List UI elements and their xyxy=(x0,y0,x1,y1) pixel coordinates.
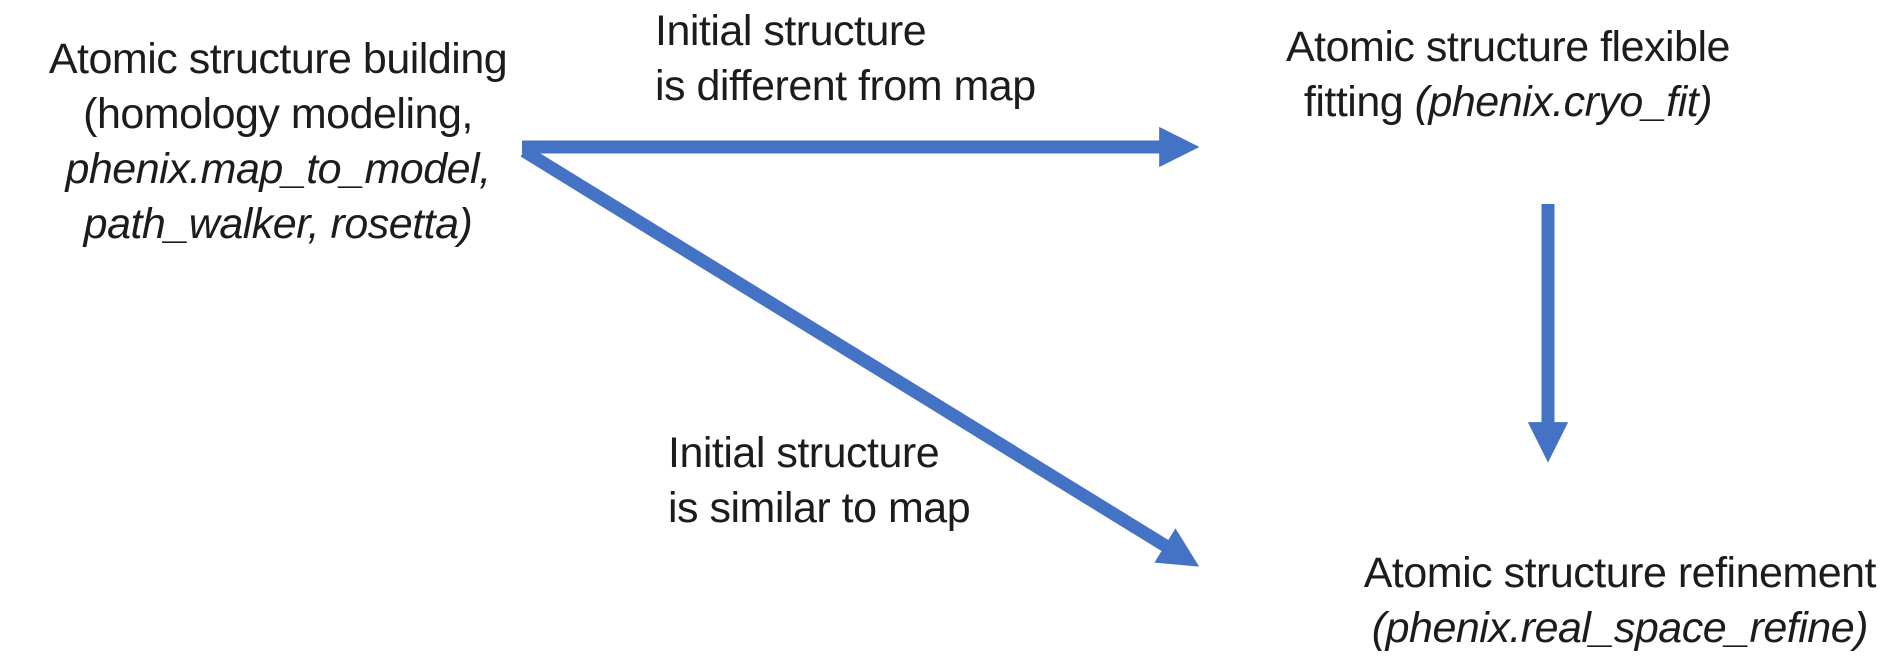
node-atomic-structure-refinement: Atomic structure refinement (phenix.real… xyxy=(1363,546,1877,656)
node-building-line2: (homology modeling, xyxy=(83,90,473,138)
arrow-building-to-refinement xyxy=(520,145,1200,567)
node-fitting-line1: Atomic structure flexible xyxy=(1286,23,1730,71)
edge-label-similar-to-map: Initial structure is similar to map xyxy=(668,426,971,536)
node-atomic-structure-building: Atomic structure building (homology mode… xyxy=(8,32,548,252)
node-fitting-line2-regular: fitting xyxy=(1303,78,1415,126)
edge-label-similar-line1: Initial structure xyxy=(668,429,940,477)
node-refinement-line1: Atomic structure refinement xyxy=(1363,549,1877,597)
node-building-line4: path_walker, rosetta) xyxy=(83,200,473,248)
edge-label-different-line2: is different from map xyxy=(655,62,1036,110)
edge-label-different-from-map: Initial structure is different from map xyxy=(655,4,1036,114)
edge-label-similar-line2: is similar to map xyxy=(668,484,971,532)
node-atomic-structure-flexible-fitting: Atomic structure flexible fitting (pheni… xyxy=(1286,20,1730,130)
node-building-line3: phenix.map_to_model, xyxy=(65,145,491,193)
edge-label-different-line1: Initial structure xyxy=(655,7,927,55)
node-refinement-line2-program: (phenix.real_space_refine) xyxy=(1371,604,1869,652)
node-fitting-line2: fitting (phenix.cryo_fit) xyxy=(1286,75,1730,130)
node-building-line1: Atomic structure building xyxy=(48,35,508,83)
node-fitting-line2-program: (phenix.cryo_fit) xyxy=(1414,78,1713,126)
